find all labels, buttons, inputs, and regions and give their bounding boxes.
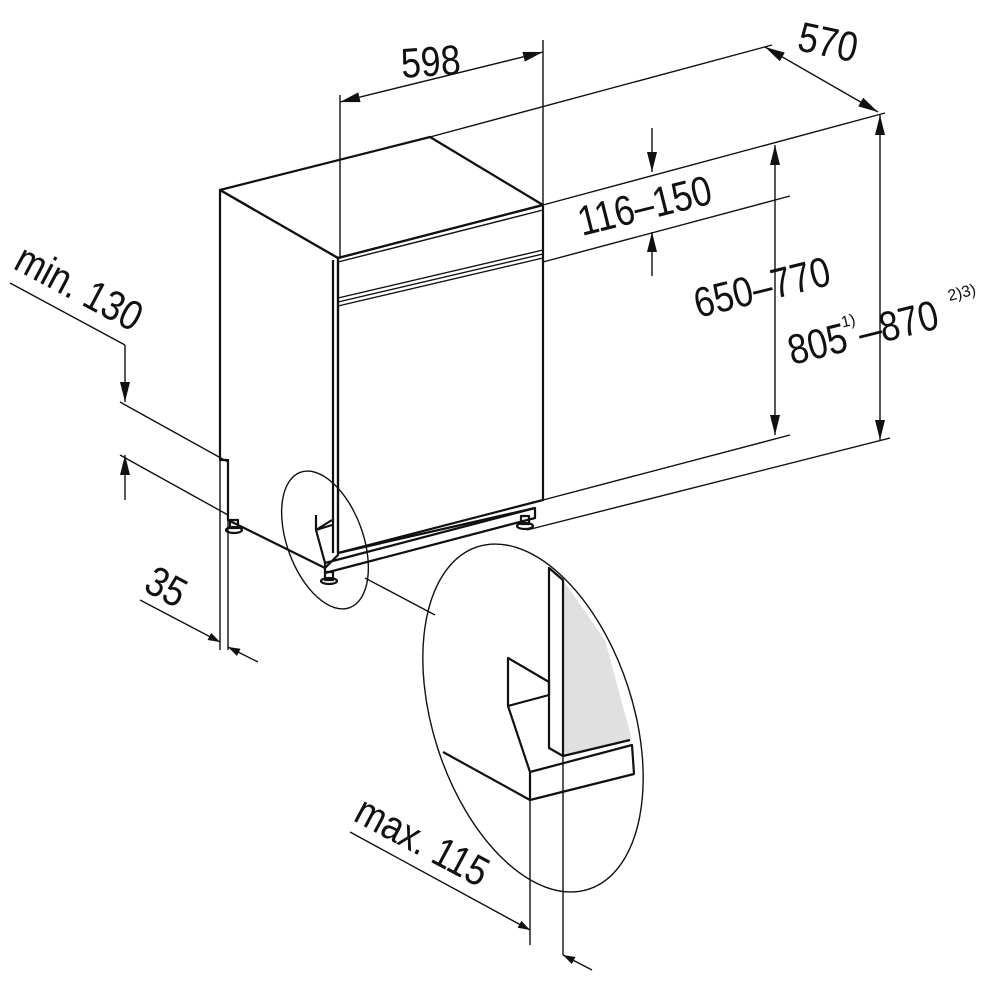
min-clearance-label: min. 130 bbox=[7, 236, 150, 341]
plinth bbox=[323, 506, 537, 575]
width-label: 598 bbox=[399, 37, 462, 87]
top-face bbox=[218, 135, 545, 260]
dimension-total-height: 805 1) – 870 2)3) bbox=[526, 115, 978, 531]
max-recess-label: max. 115 bbox=[347, 788, 496, 897]
height-max-footnote: 2)3) bbox=[946, 282, 978, 305]
dishwasher-body bbox=[218, 135, 545, 586]
foot-offset-label: 35 bbox=[137, 558, 194, 618]
detail-magnifier bbox=[280, 470, 644, 955]
dimension-plinth-gap: 116–150 bbox=[542, 128, 791, 276]
feet bbox=[224, 514, 535, 586]
dimension-depth: 570 bbox=[429, 14, 886, 206]
dimension-min-clearance: min. 130 bbox=[7, 236, 229, 516]
dimension-max-recess: max. 115 bbox=[347, 788, 593, 971]
height-max-label: 870 bbox=[874, 292, 943, 351]
dimension-width: 598 bbox=[339, 37, 544, 258]
plinth-gap-label: 116–150 bbox=[573, 167, 716, 245]
depth-label: 570 bbox=[794, 14, 862, 72]
height-min-footnote: 1) bbox=[839, 312, 857, 332]
door-height-label: 650–770 bbox=[689, 249, 835, 328]
dimension-foot-offset: 35 bbox=[137, 460, 259, 663]
detail-ellipse bbox=[422, 543, 644, 893]
door-handle-stripes bbox=[337, 249, 544, 307]
side-face bbox=[218, 188, 340, 570]
